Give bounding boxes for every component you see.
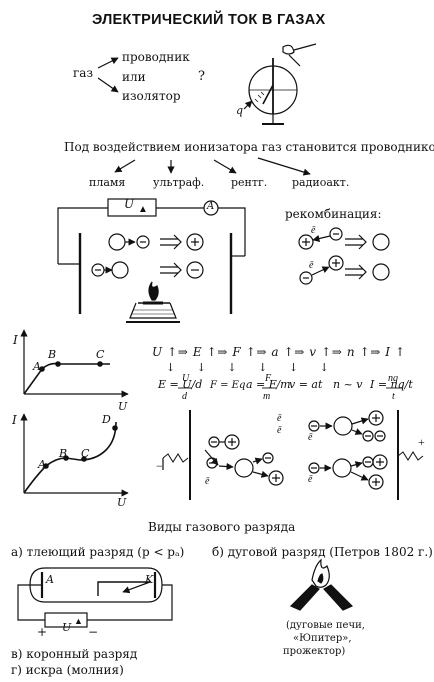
glow-discharge-tube: ▲ xyxy=(17,567,173,628)
burner-icon xyxy=(126,281,180,323)
tube-anode-label: A xyxy=(46,573,54,586)
arc-use-jupiter: «Юпитер», xyxy=(293,633,352,644)
glow-discharge: а) тлеющий разряд (p < pₐ) xyxy=(11,545,185,559)
recombination-heading: рекомбинация: xyxy=(285,207,382,221)
ionizer-statement: Под воздействием ионизатора газ становит… xyxy=(64,140,434,154)
electroscope xyxy=(243,43,317,125)
tube-minus: − xyxy=(88,625,99,639)
svg-text:ē: ē xyxy=(277,425,282,436)
formula-i: I = nq/t xyxy=(370,378,413,391)
question-mark: ? xyxy=(198,69,205,84)
graph2-point-b: B xyxy=(59,447,68,460)
svg-text:nq: nq xyxy=(388,373,398,384)
ionizer-xray: рентг. xyxy=(231,176,268,189)
corona-discharge: в) коронный разряд xyxy=(11,647,138,661)
recombination-particles: ē ē xyxy=(298,225,390,285)
graph1-point-b: B xyxy=(48,348,57,361)
svg-text:−: − xyxy=(156,459,163,473)
ammeter-label: A xyxy=(207,201,215,212)
or-label: или xyxy=(122,70,146,84)
insulator-label: изолятор xyxy=(122,89,181,103)
graph2-point-a: A xyxy=(38,458,46,471)
gas-branch-arrows xyxy=(97,57,119,93)
impact-ionization-left: − ē ē ē xyxy=(156,410,284,500)
graph2-x-label: U xyxy=(117,496,127,509)
graph1-iv-saturation xyxy=(20,329,129,398)
arc-use-furnace: (дуговые печи, xyxy=(286,620,365,631)
formula-v: v = at xyxy=(289,378,323,391)
svg-text:▲: ▲ xyxy=(138,204,148,215)
charge-label: q xyxy=(236,104,244,117)
discharge-section-title: Виды газового разряда xyxy=(148,520,296,534)
gas-label: газ xyxy=(73,66,93,80)
formula-f: F = Eq xyxy=(210,380,246,391)
gas-discharge-circuit: ▲ xyxy=(57,198,246,314)
svg-text:+: + xyxy=(418,435,425,449)
ionizer-uv: ультраф. xyxy=(153,176,205,189)
svg-text:ē: ē xyxy=(311,225,316,236)
chain-arrows: ↓ ↓ ↓ ↓ ↓ ↓ xyxy=(166,361,338,374)
graph1-point-a: A xyxy=(33,360,41,373)
arc-discharge: б) дуговой разряд (Петров 1802 г.) xyxy=(212,545,433,559)
ionizer-arrows xyxy=(114,157,311,176)
graph2-point-d: D xyxy=(102,413,111,426)
graph2-x-label-top: U xyxy=(118,400,128,413)
svg-text:U: U xyxy=(182,373,190,384)
arc-discharge-icon xyxy=(289,558,354,611)
svg-text:F: F xyxy=(264,373,272,384)
graph1-y-label: I xyxy=(13,333,18,347)
arc-use-searchlight: прожектор) xyxy=(283,646,346,657)
ionizer-flame: пламя xyxy=(89,176,126,189)
svg-text:d: d xyxy=(182,391,188,402)
formula-n: n ~ v xyxy=(333,378,363,391)
ionization-particles xyxy=(91,233,204,279)
chain-line: U ↑⇒ E ↑⇒ F ↑⇒ a ↑⇒ v ↑⇒ n ↑⇒ I ↑ xyxy=(152,345,406,359)
graph2-y-label: I xyxy=(12,413,17,427)
tube-plus: + xyxy=(37,625,48,639)
tube-cathode-label: K xyxy=(145,573,154,586)
fraction-bars: U d F m nq t xyxy=(178,373,402,402)
svg-text:▲: ▲ xyxy=(74,616,83,626)
graph2-point-c: C xyxy=(81,447,90,460)
graph1-point-c: C xyxy=(96,348,105,361)
formula-a: a = F/m xyxy=(246,378,291,391)
graph2-iv-full xyxy=(20,413,129,497)
svg-text:m: m xyxy=(263,391,270,402)
page-title: ЭЛЕКТРИЧЕСКИЙ ТОК В ГАЗАХ xyxy=(92,12,326,28)
svg-text:ē: ē xyxy=(308,432,313,443)
svg-text:ē: ē xyxy=(205,476,210,487)
spark-lightning: г) искра (молния) xyxy=(11,663,124,677)
svg-text:ē: ē xyxy=(277,413,282,424)
impact-ionization-right: + ē ē xyxy=(308,410,425,500)
conductor-label: проводник xyxy=(122,50,190,64)
ionizer-radioactive: радиоакт. xyxy=(292,176,350,189)
svg-text:ē: ē xyxy=(308,474,313,485)
svg-text:t: t xyxy=(392,391,395,402)
source-label: U xyxy=(124,197,135,211)
svg-text:ē: ē xyxy=(309,260,314,271)
